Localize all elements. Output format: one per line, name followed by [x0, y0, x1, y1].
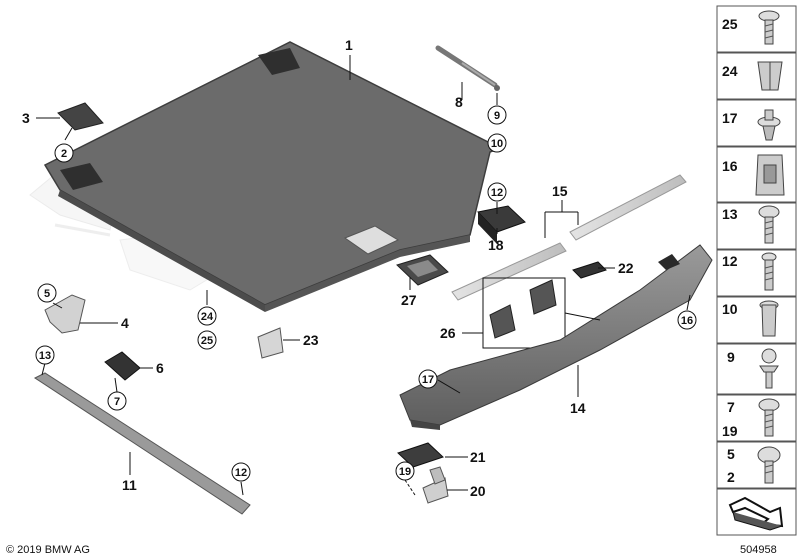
- bracket-part-23: [257, 327, 284, 359]
- callout-circle-24: [197, 306, 217, 326]
- callout-25: 25: [201, 335, 213, 347]
- callout-circle-12a: [487, 182, 507, 202]
- screw-icon: [758, 205, 780, 244]
- callout-16: 16: [681, 315, 693, 327]
- callout-14: 14: [570, 400, 586, 416]
- clip-set-part-26: [482, 277, 566, 349]
- callout-13: 13: [39, 350, 51, 362]
- callout-circle-16: [677, 310, 697, 330]
- callout-8: 8: [455, 94, 463, 110]
- callout-circle-25: [197, 330, 217, 350]
- panel-label-16: 16: [722, 158, 738, 174]
- bracket-part-22: [572, 261, 607, 279]
- callout-26: 26: [440, 325, 456, 341]
- loading-sill-trim: [399, 244, 713, 430]
- callout-circle-19: [395, 461, 415, 481]
- callout-27: 27: [401, 292, 417, 308]
- callout-19: 19: [399, 466, 411, 478]
- rail-part-11: [33, 372, 251, 515]
- panel-label-17: 17: [722, 110, 738, 126]
- expanding-rivet-icon: [757, 109, 781, 141]
- panel-label-12: 12: [722, 253, 738, 269]
- panel-label-5: 5: [727, 446, 735, 462]
- callout-3: 3: [22, 110, 30, 126]
- callout-circle-10: [487, 133, 507, 153]
- panel-label-13: 13: [722, 206, 738, 222]
- callout-circle-9: [487, 105, 507, 125]
- torx-screw-icon: [758, 398, 780, 437]
- callout-23: 23: [303, 332, 319, 348]
- callout-15: 15: [552, 183, 568, 199]
- callout-circle-2: [54, 143, 74, 163]
- hook-part-20: [422, 466, 449, 504]
- callout-7: 7: [114, 396, 120, 408]
- diagram-number: 504958: [740, 544, 777, 556]
- panel-label-7: 7: [727, 399, 735, 415]
- bracket-part-18: [477, 205, 526, 244]
- panel-label-9: 9: [727, 349, 735, 365]
- ball-stud-icon: [759, 348, 779, 389]
- callout-5: 5: [44, 288, 50, 300]
- callout-10: 10: [491, 138, 503, 150]
- panel-label-24: 24: [722, 63, 738, 79]
- callout-circle-13: [35, 345, 55, 365]
- callout-2: 2: [61, 148, 67, 160]
- screw-icon: [758, 10, 780, 45]
- callout-18: 18: [488, 237, 504, 253]
- callout-9: 9: [494, 110, 500, 122]
- callout-22: 22: [618, 260, 634, 276]
- panel-label-19: 19: [722, 423, 738, 439]
- callout-4: 4: [121, 315, 129, 331]
- callout-6: 6: [156, 360, 164, 376]
- torx-screw-icon: [757, 446, 781, 484]
- callout-17: 17: [422, 374, 434, 386]
- leader-lines: [36, 55, 691, 496]
- callout-12b: 12: [235, 467, 247, 479]
- expanding-nut-icon: [757, 61, 783, 91]
- fastener-panel: 25 24 17 16 13 12 10 9 7 19 5 2: [716, 5, 797, 536]
- callout-12a: 12: [491, 187, 503, 199]
- copyright-text: © 2019 BMW AG: [6, 544, 90, 556]
- callout-24: 24: [201, 311, 214, 323]
- cover-part-27: [396, 254, 449, 286]
- callout-11: 11: [122, 477, 137, 493]
- gas-strut: [435, 45, 500, 91]
- callout-circle-5: [37, 283, 57, 303]
- callout-20: 20: [470, 483, 486, 499]
- callout-circle-7: [107, 391, 127, 411]
- scuff-strip-part-15: [451, 174, 687, 301]
- cover-part: [57, 102, 104, 131]
- clip-nut-icon: [755, 154, 785, 196]
- rivet-nut-icon: [759, 300, 779, 337]
- callout-circle-17: [418, 369, 438, 389]
- callout-21: 21: [470, 449, 486, 465]
- screw-icon: [761, 252, 777, 291]
- direction-arrow-icon: [728, 496, 784, 531]
- luggage-floor-panel: [43, 41, 502, 312]
- panel-label-2: 2: [727, 469, 735, 485]
- panel-label-25: 25: [722, 16, 738, 32]
- cover-part-6: [104, 351, 141, 381]
- panel-label-10: 10: [722, 301, 738, 317]
- callout-1: 1: [345, 37, 353, 53]
- callout-circle-12b: [231, 462, 251, 482]
